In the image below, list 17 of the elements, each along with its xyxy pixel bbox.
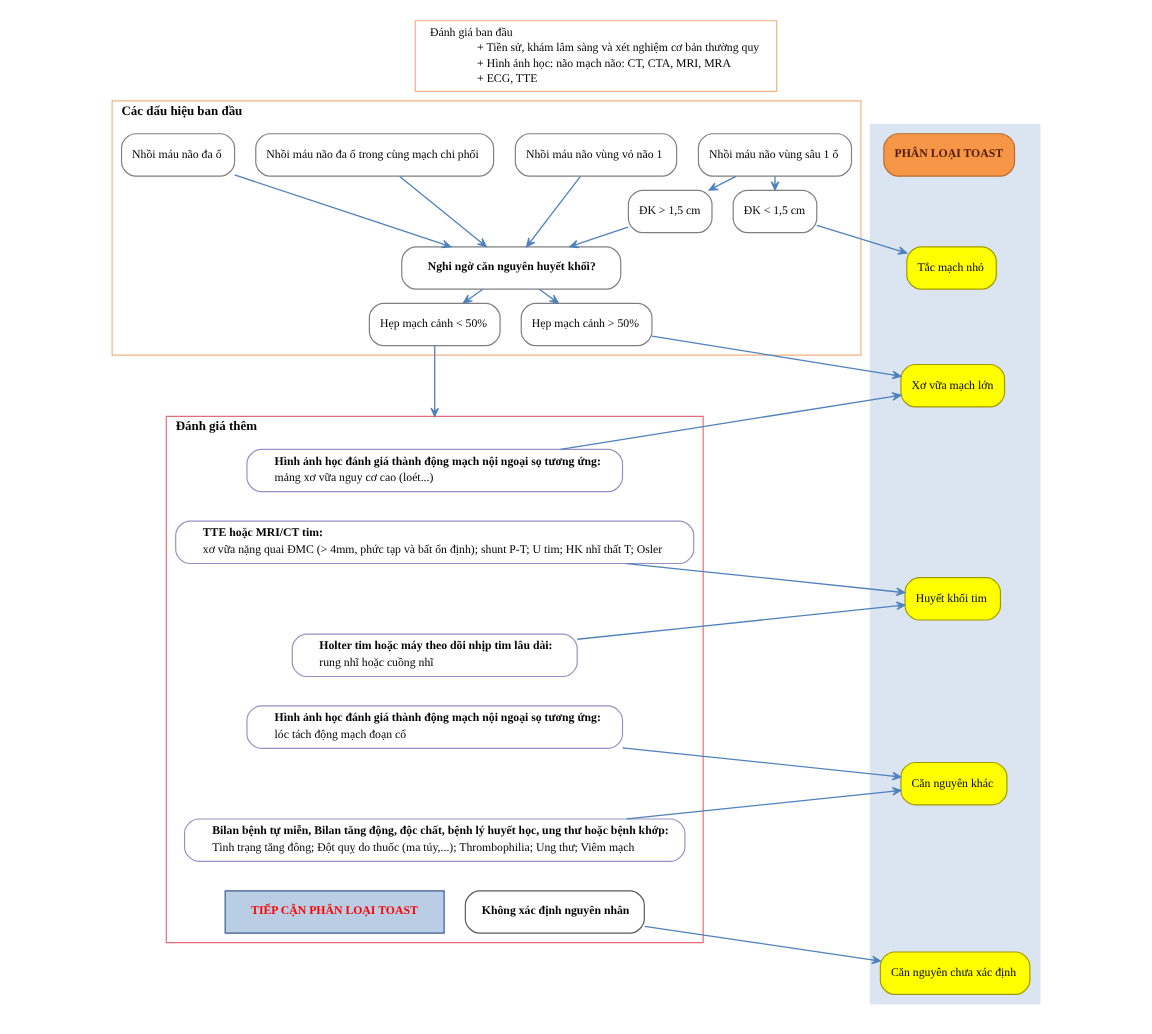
arrow	[625, 562, 906, 597]
arrow	[233, 174, 452, 249]
arrow	[644, 925, 881, 965]
arrow	[770, 175, 780, 191]
arrow	[526, 175, 582, 248]
arrow	[816, 224, 908, 255]
arrow	[430, 345, 440, 417]
arrow	[569, 226, 629, 249]
arrow	[538, 288, 559, 304]
arrow	[398, 175, 487, 248]
arrow	[621, 747, 902, 781]
arrow	[651, 335, 902, 380]
arrow	[559, 392, 902, 450]
arrow	[576, 601, 906, 640]
arrow	[708, 175, 737, 191]
arrow	[626, 786, 902, 820]
arrow	[462, 288, 484, 304]
